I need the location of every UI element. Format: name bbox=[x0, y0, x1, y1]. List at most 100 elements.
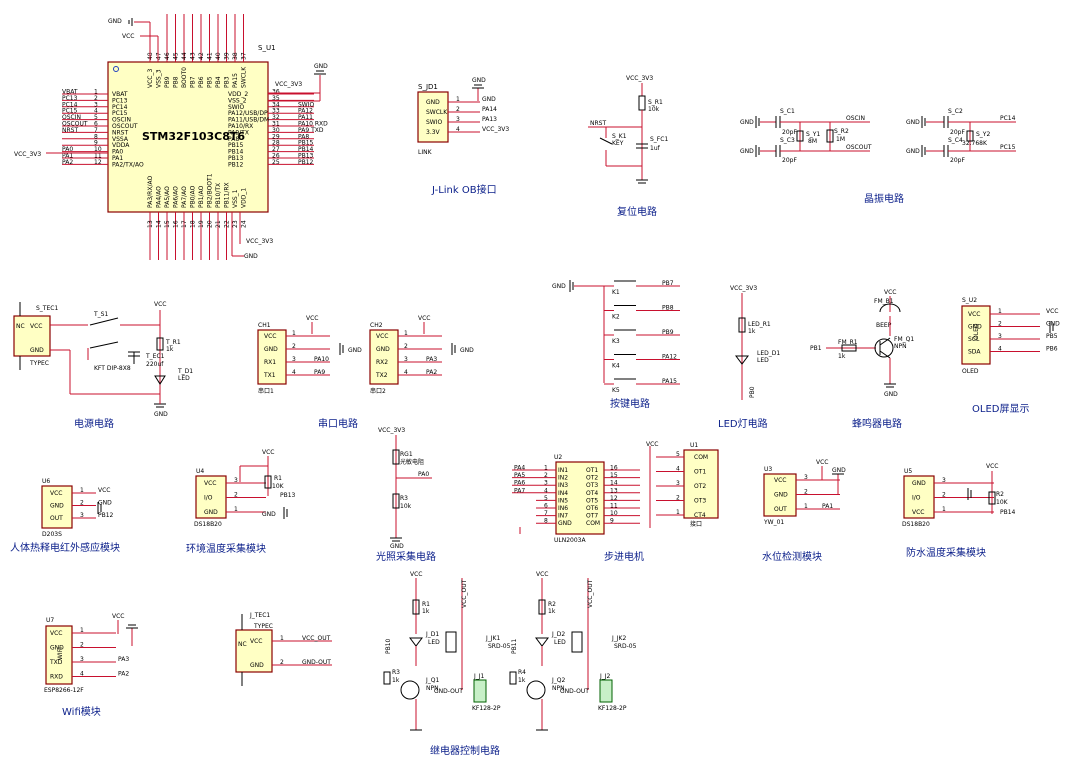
conn-pin-name: OT2 bbox=[694, 483, 706, 490]
uln-in-name: IN4 bbox=[558, 490, 568, 497]
pin-name: OUT bbox=[774, 506, 787, 513]
pin-name: OUT bbox=[50, 515, 63, 522]
reset-net: NRST bbox=[590, 120, 606, 127]
mcu-right-pin-name: SWIO bbox=[228, 104, 245, 111]
reset-title: 复位电路 bbox=[617, 205, 657, 218]
buzzer-ref: FM_B1 bbox=[874, 298, 894, 305]
mcu-bottom-pin-num: 24 bbox=[241, 220, 248, 228]
uln-input-net: PA7 bbox=[514, 487, 525, 494]
xtal-c2v: 20pF bbox=[950, 129, 965, 136]
serial-pin-num: 3 bbox=[292, 356, 296, 363]
envtemp-gnd: GND bbox=[262, 511, 276, 518]
relay-conn bbox=[599, 679, 613, 703]
mcu-left-pin-num: 3 bbox=[94, 101, 98, 108]
relay-r1-ref: R1 bbox=[422, 601, 430, 608]
oled-label: OLED bbox=[973, 323, 980, 340]
watertemp-body bbox=[903, 475, 935, 519]
pin-net: PA13 bbox=[482, 116, 497, 123]
pin-num: 2 bbox=[456, 106, 460, 113]
mcu-right-net: PB12 bbox=[298, 159, 314, 166]
mcu-right-pin-name: PA12/USB/DP bbox=[228, 110, 268, 117]
uln-out-num: 16 bbox=[610, 465, 618, 472]
serial-pin-name: GND bbox=[376, 346, 390, 353]
power-tec-type: TYPEC bbox=[29, 360, 49, 367]
pin-num: 4 bbox=[998, 346, 1002, 353]
pin-name: GND bbox=[50, 645, 64, 652]
mcu-top-pin-num: 42 bbox=[198, 52, 205, 60]
mcu-right-net: PB14 bbox=[298, 146, 314, 153]
reset-block: VCC_3V3 S_R1 10k NRST S_K1 KEY S_FC1 1uf… bbox=[588, 75, 668, 218]
water-title: 水位检测模块 bbox=[762, 550, 822, 563]
serial-pin-name: TX1 bbox=[263, 372, 276, 379]
mcu-bottom-gnd: GND bbox=[244, 253, 258, 260]
water-vcc: VCC bbox=[816, 459, 828, 466]
stepper-title: 步进电机 bbox=[604, 550, 644, 563]
relay-led-val: LED bbox=[554, 639, 566, 646]
mcu-right-pin-num: 35 bbox=[272, 95, 280, 102]
oled-ref: S_U2 bbox=[962, 297, 977, 304]
mcu-right-pin-num: 36 bbox=[272, 89, 280, 96]
relay-r3-val: 1k bbox=[392, 677, 400, 684]
key-net: PA12 bbox=[662, 354, 677, 361]
serial-pin-name: VCC bbox=[376, 333, 388, 340]
pin-num: 1 bbox=[280, 635, 284, 642]
xtal-gnd-2: GND bbox=[740, 148, 754, 155]
light-r-ref: R3 bbox=[400, 495, 408, 502]
key-ref: K5 bbox=[612, 387, 620, 394]
conn-pin-num: 5 bbox=[676, 451, 680, 458]
uln-input-net: PA4 bbox=[514, 465, 525, 472]
watertemp-net: PB14 bbox=[1000, 509, 1016, 516]
mcu-right-pin-num: 26 bbox=[272, 153, 280, 160]
mcu-right-pin-name: PA9/TX bbox=[228, 129, 249, 136]
mcu-left-pin-name: VBAT bbox=[112, 91, 128, 98]
oled-block: S_U2 OLED OLED 1VCCVCC2GNDGND3SCLPB54SDA… bbox=[961, 297, 1060, 415]
led-r bbox=[738, 317, 746, 333]
pin-num: 1 bbox=[80, 627, 84, 634]
pin-num: 3 bbox=[998, 333, 1002, 340]
serial-gnd-2: GND bbox=[460, 347, 474, 354]
serial-pin-name: GND bbox=[264, 346, 278, 353]
relay-net: PB10 bbox=[385, 638, 392, 654]
mcu-left-net: VBAT bbox=[62, 89, 78, 96]
conn-pin-num: 4 bbox=[676, 466, 680, 473]
pin-num: 2 bbox=[234, 492, 238, 499]
watertemp-vcc: VCC bbox=[986, 463, 998, 470]
mcu-right-vcc: VCC_3V3 bbox=[275, 81, 302, 88]
power-r-val: 1k bbox=[166, 346, 174, 353]
serial-pin-num: 4 bbox=[404, 369, 408, 376]
power-c-val: 220uf bbox=[146, 361, 164, 368]
power-tec-gnd: GND bbox=[30, 347, 44, 354]
pin-net: GND bbox=[482, 96, 496, 103]
mcu-right-pin-name: PA11/USB/DM bbox=[228, 117, 269, 124]
power-sw-ref: T_S1 bbox=[93, 311, 108, 318]
crystal-block: GND GND S_C1 20pF S_C3 20pF S_Y1 8M S_R2… bbox=[740, 108, 1016, 205]
pin-name: VCC bbox=[50, 490, 62, 497]
mcu-left-pin-num: 4 bbox=[94, 108, 98, 115]
mcu-left-net: PA0 bbox=[62, 146, 73, 153]
key-net: PA15 bbox=[662, 378, 677, 385]
envtemp-part: DS18B20 bbox=[194, 521, 222, 528]
relay-q-val: NPN bbox=[426, 685, 439, 692]
key-ref: K3 bbox=[612, 338, 620, 345]
led-vcc: VCC_3V3 bbox=[730, 285, 757, 292]
pin-num: 2 bbox=[80, 500, 84, 507]
pin-net: PB12 bbox=[98, 512, 114, 519]
mcu-left-pin-num: 12 bbox=[94, 159, 102, 166]
mcu-bottom-vcc: VCC_3V3 bbox=[246, 238, 273, 245]
mcu-top-pins: 48VCC_347VSS_346PB945PB844BOOT043PB742PB… bbox=[147, 14, 248, 88]
pin-name: I/O bbox=[912, 495, 921, 502]
relay-q-val: NPN bbox=[552, 685, 565, 692]
xtal-c1: S_C1 bbox=[780, 108, 795, 115]
pin-name: TXD bbox=[49, 659, 63, 666]
mcu-left-pin-name: PC13 bbox=[112, 97, 128, 104]
relay-led-ref: J_D1 bbox=[425, 631, 439, 638]
power-r bbox=[156, 337, 164, 351]
key-net: PB8 bbox=[662, 305, 674, 312]
mcu-left-pin-num: 1 bbox=[94, 89, 98, 96]
conn-pin-name: OT3 bbox=[694, 498, 706, 505]
pin-name: GND bbox=[912, 480, 926, 487]
